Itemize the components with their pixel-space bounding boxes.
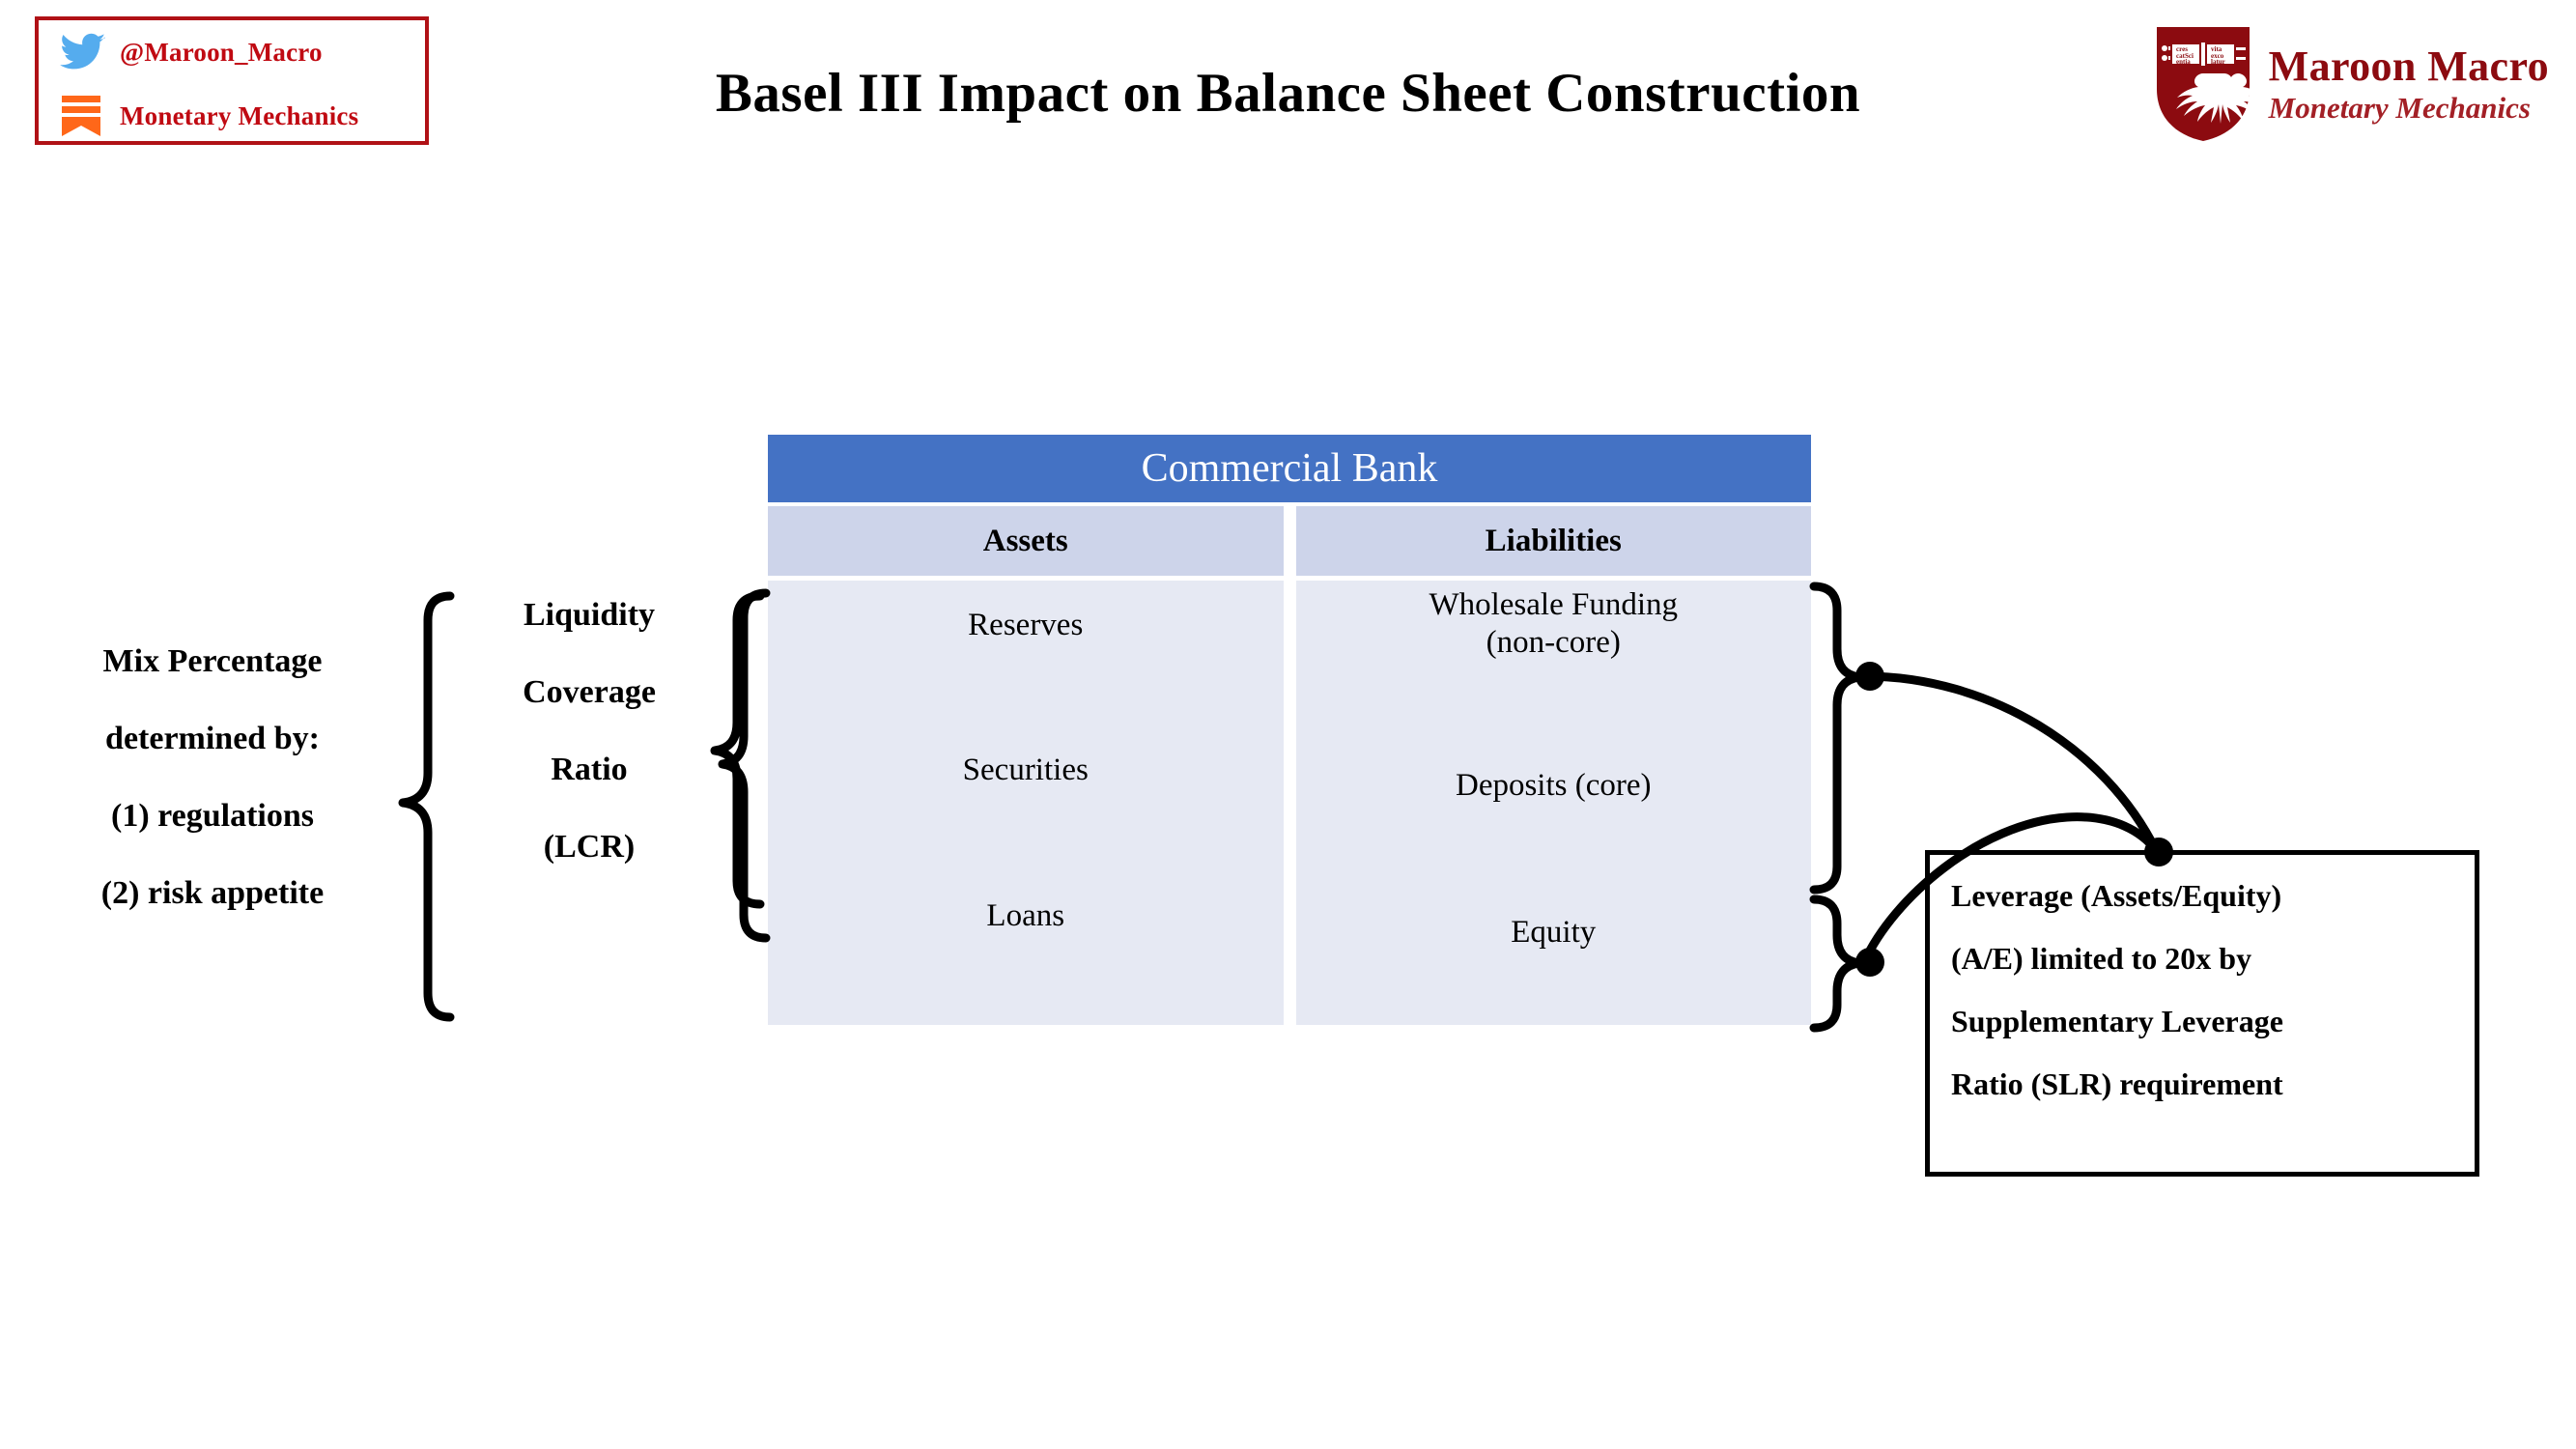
page-title: Basel III Impact on Balance Sheet Constr… — [715, 63, 1861, 124]
substack-bookmark-icon — [60, 94, 120, 138]
asset-item-securities: Securities — [962, 753, 1089, 787]
mix-note-line-1: Mix Percentage — [102, 643, 323, 679]
liability-item-equity: Equity — [1511, 915, 1597, 950]
lcr-note-line-1: Liquidity — [523, 597, 656, 633]
lcr-note-line-3: Ratio — [551, 752, 628, 787]
svg-text:entia: entia — [2176, 58, 2191, 66]
lcr-note: Liquidity Coverage Ratio (LCR) — [468, 599, 710, 908]
brand-name: Maroon Macro — [2268, 42, 2549, 90]
mix-note-line-2: determined by: — [105, 721, 320, 756]
assets-column: Reserves Securities Loans — [768, 581, 1284, 1025]
wholesale-funding-line1: Wholesale Funding — [1429, 587, 1679, 622]
lcr-note-line-4: (LCR) — [543, 829, 636, 865]
lcr-brace — [710, 591, 765, 909]
svg-text:cres: cres — [2176, 45, 2188, 53]
wholesale-funding-line2: (non-core) — [1486, 624, 1621, 660]
badge-handle: @Maroon_Macro — [120, 37, 323, 67]
lcr-note-line-2: Coverage — [523, 674, 656, 710]
liability-item-deposits: Deposits (core) — [1455, 768, 1652, 803]
badge-twitter-row[interactable]: @Maroon_Macro — [39, 20, 425, 84]
column-header-liabilities: Liabilities — [1295, 506, 1811, 576]
leverage-callout-box: Leverage (Assets/Equity) (A/E) limited t… — [1925, 850, 2479, 1177]
column-header-assets: Assets — [768, 506, 1284, 576]
wholesale-to-leverage-connector — [1859, 671, 2161, 855]
mix-note-line-3: (1) regulations — [111, 798, 314, 834]
svg-text:vita: vita — [2211, 45, 2222, 53]
mix-percentage-note: Mix Percentage determined by: (1) regula… — [39, 645, 386, 954]
leverage-callout-line-4: Ratio (SLR) requirement — [1951, 1066, 2283, 1101]
brand-tagline: Monetary Mechanics — [2268, 90, 2531, 125]
badge-substack-row[interactable]: Monetary Mechanics — [39, 84, 425, 148]
liability-item-wholesale-funding: Wholesale Funding (non-core) — [1296, 586, 1812, 662]
table-body: Reserves Securities Loans Wholesale Fund… — [768, 581, 1811, 1025]
asset-item-loans: Loans — [986, 898, 1065, 933]
column-headers-row: Assets Liabilities — [768, 506, 1811, 576]
bank-title-band: Commercial Bank — [768, 435, 1811, 502]
leverage-callout-line-1: Leverage (Assets/Equity) — [1951, 878, 2282, 913]
leverage-callout-line-3: Supplementary Leverage — [1951, 1004, 2283, 1038]
equity-connector-dot — [1855, 948, 1884, 977]
svg-text:catSci: catSci — [2176, 52, 2194, 60]
mix-percentage-brace — [398, 591, 455, 1022]
badge-publication: Monetary Mechanics — [120, 100, 359, 130]
balance-sheet-table: Commercial Bank Assets Liabilities Reser… — [768, 435, 1811, 1025]
leverage-callout-line-2: (A/E) limited to 20x by — [1951, 941, 2252, 976]
assets-left-brace — [718, 588, 771, 943]
wholesale-deposits-brace — [1809, 582, 1864, 895]
twitter-bird-icon — [60, 33, 120, 71]
social-badge: @Maroon_Macro Monetary Mechanics — [35, 16, 429, 145]
mix-note-line-4: (2) risk appetite — [100, 875, 325, 911]
wholesale-connector-dot — [1855, 662, 1884, 691]
svg-text:exco: exco — [2211, 52, 2224, 60]
svg-text:latur: latur — [2211, 58, 2225, 66]
asset-item-reserves: Reserves — [968, 608, 1084, 642]
liabilities-column: Wholesale Funding (non-core) Deposits (c… — [1295, 581, 1812, 1025]
equity-brace — [1809, 895, 1864, 1033]
